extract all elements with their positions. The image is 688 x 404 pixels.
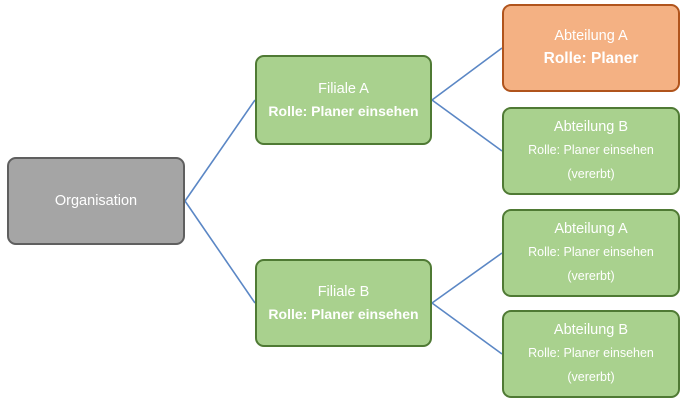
connector-filiale-b-abteilung-b (431, 302, 503, 355)
node-role: Rolle: Planer einsehen (528, 245, 654, 259)
node-inherited-note: (vererbt) (567, 370, 615, 384)
connector-org-filiale-a (184, 99, 256, 202)
node-label: Abteilung B (553, 322, 629, 338)
node-organisation: Organisation (7, 157, 185, 245)
node-label: Abteilung A (554, 28, 628, 44)
node-filiale-a-abteilung-a: Abteilung A Rolle: Planer (502, 4, 680, 92)
node-filiale-b-abteilung-a: Abteilung A Rolle: Planer einsehen (vere… (502, 209, 680, 297)
node-role: Rolle: Planer einsehen (528, 143, 654, 157)
node-filiale-a-abteilung-b: Abteilung B Rolle: Planer einsehen (vere… (502, 107, 680, 195)
node-label: Filiale A (318, 81, 369, 97)
node-role: Rolle: Planer einsehen (268, 103, 419, 119)
node-filiale-a: Filiale A Rolle: Planer einsehen (255, 55, 432, 145)
node-role: Rolle: Planer (543, 50, 639, 67)
node-label: Filiale B (317, 284, 370, 300)
connector-filiale-a-abteilung-a (431, 47, 503, 101)
connector-org-filiale-b (184, 200, 256, 304)
node-role: Rolle: Planer einsehen (528, 346, 654, 360)
node-filiale-b-abteilung-b: Abteilung B Rolle: Planer einsehen (vere… (502, 310, 680, 398)
node-label: Abteilung B (553, 119, 629, 135)
connector-filiale-b-abteilung-a (431, 252, 503, 304)
node-label: Organisation (54, 193, 138, 209)
node-inherited-note: (vererbt) (567, 167, 615, 181)
node-filiale-b: Filiale B Rolle: Planer einsehen (255, 259, 432, 347)
node-role: Rolle: Planer einsehen (268, 306, 419, 322)
connector-filiale-a-abteilung-b (431, 99, 503, 152)
node-inherited-note: (vererbt) (567, 269, 615, 283)
node-label: Abteilung A (554, 221, 628, 237)
